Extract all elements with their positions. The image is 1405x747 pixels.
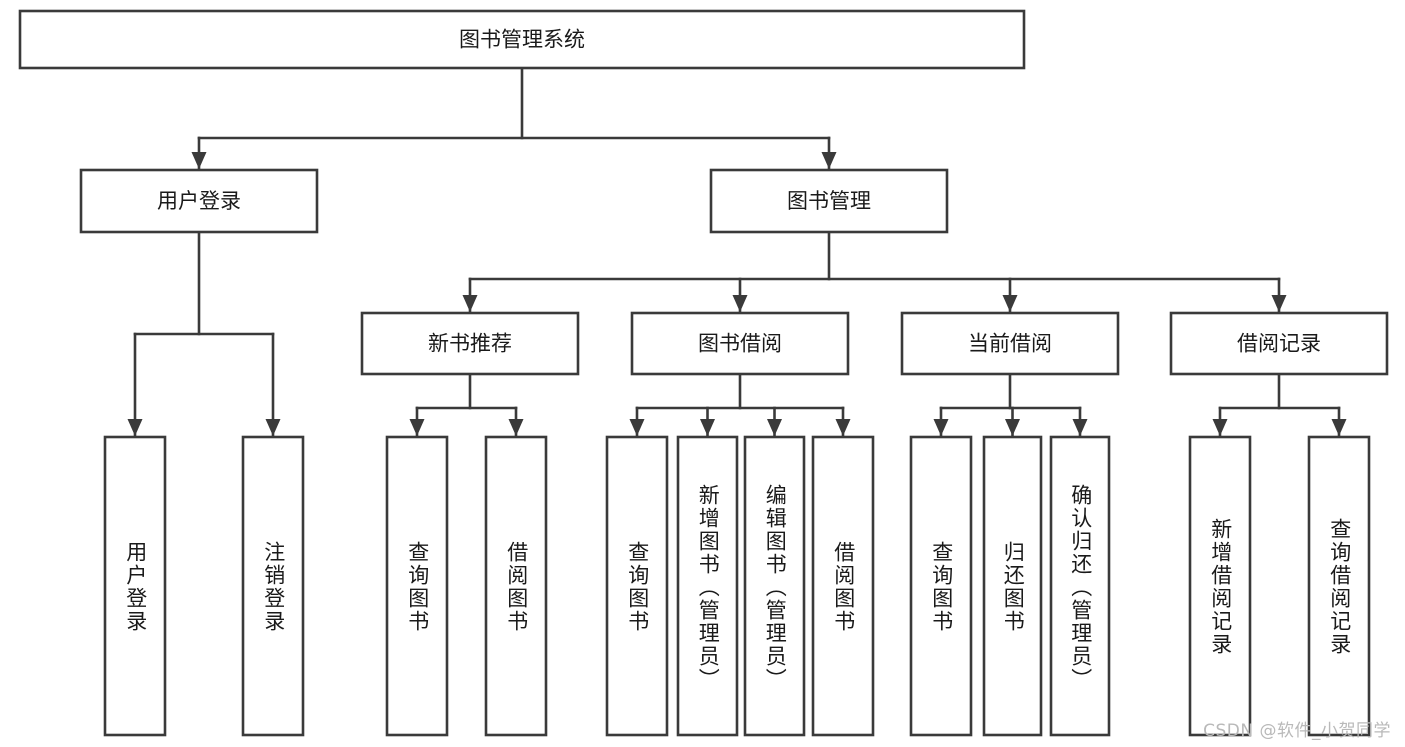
node-leaf-box	[103, 435, 167, 737]
arrow-head-icon	[462, 295, 478, 312]
node-leaf-box	[743, 435, 806, 737]
arrow-head-icon	[700, 419, 715, 436]
node-leaf-box	[484, 435, 548, 737]
arrow-head-icon	[127, 419, 143, 436]
connector-layer	[127, 66, 1347, 437]
node-leaf-box	[241, 435, 305, 737]
node-leaf-box	[605, 435, 669, 737]
node-level2-label: 用户登录	[157, 189, 241, 213]
node-level3-label: 当前借阅	[968, 332, 1052, 356]
node-leaf-box	[811, 435, 875, 737]
arrow-head-icon	[821, 152, 837, 169]
arrow-head-icon	[629, 419, 645, 436]
node-leaf-box	[909, 435, 973, 737]
node-root-box	[18, 9, 1026, 70]
arrow-head-icon	[1002, 295, 1018, 312]
node-leaf-box	[1307, 435, 1371, 737]
node-root-label: 图书管理系统	[459, 28, 585, 52]
arrow-head-icon	[191, 152, 207, 169]
node-level3-box	[1169, 311, 1389, 376]
node-level3-box	[900, 311, 1120, 376]
arrow-head-icon	[732, 295, 748, 312]
node-level3-label: 新书推荐	[428, 332, 512, 356]
node-level2-box	[79, 168, 319, 234]
arrow-head-icon	[1271, 295, 1287, 312]
node-level2-box	[709, 168, 949, 234]
arrow-head-icon	[409, 419, 425, 436]
box-layer	[18, 9, 1389, 737]
arrow-head-icon	[933, 419, 949, 436]
arrow-head-icon	[835, 419, 851, 436]
node-level2-label: 图书管理	[787, 189, 871, 213]
node-leaf-box	[1049, 435, 1111, 737]
node-level3-label: 图书借阅	[698, 332, 782, 356]
arrow-head-icon	[1331, 419, 1347, 436]
node-leaf-box	[1188, 435, 1252, 737]
arrow-head-icon	[265, 419, 281, 436]
arrow-head-icon	[1072, 419, 1088, 436]
node-level3-box	[630, 311, 850, 376]
arrow-head-icon	[508, 419, 524, 436]
node-leaf-box	[676, 435, 739, 737]
node-leaf-box	[982, 435, 1043, 737]
arrow-head-icon	[1005, 419, 1020, 436]
arrow-head-icon	[1212, 419, 1228, 436]
watermark: CSDN @软件_小贺同学	[1203, 721, 1391, 741]
node-level3-box	[360, 311, 580, 376]
node-level3-label: 借阅记录	[1237, 332, 1321, 356]
node-leaf-box	[385, 435, 449, 737]
arrow-head-icon	[767, 419, 782, 436]
